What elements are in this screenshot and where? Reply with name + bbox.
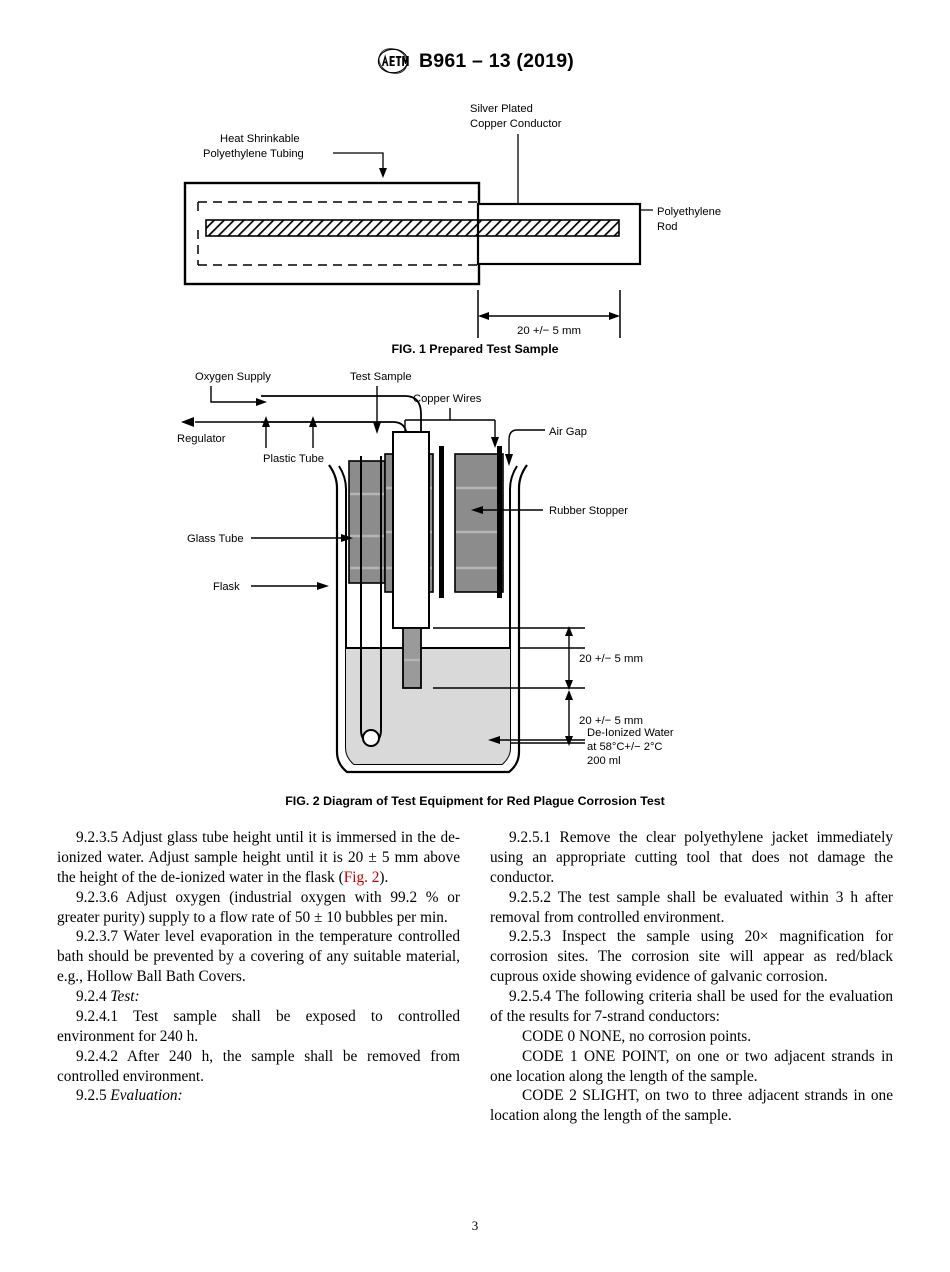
fig2-plastic-tube-outer xyxy=(261,395,422,472)
fig2-arrow-regulator xyxy=(181,417,194,427)
p-9-2-3-7: 9.2.3.7 Water level evaporation in the t… xyxy=(57,927,460,987)
fig2-arrow-rubber-stopper xyxy=(471,506,483,514)
p-9-2-5: 9.2.5 Evaluation: xyxy=(57,1086,460,1106)
figure-1-caption: FIG. 1 Prepared Test Sample xyxy=(391,342,559,356)
fig1-arrow-tubing xyxy=(379,168,387,178)
fig1-label-conductor-line1: Silver Plated xyxy=(470,103,533,115)
astm-logo-icon xyxy=(377,48,409,74)
fig1-label-tubing-line1: Heat Shrinkable xyxy=(220,133,300,145)
p-9-2-3-6: 9.2.3.6 Adjust oxygen (industrial oxygen… xyxy=(57,888,460,928)
text-run: ). xyxy=(379,868,389,886)
italic-run: Test: xyxy=(110,988,140,1005)
fig2-arrow-air-gap xyxy=(505,454,513,466)
left-text-column: 9.2.3.5 Adjust glass tube height until i… xyxy=(57,828,460,1126)
fig2-stopper-left-block xyxy=(348,460,386,584)
fig2-label-air-gap: Air Gap xyxy=(549,426,587,438)
text-run: 9.2.5 xyxy=(76,1087,111,1105)
fig2-arrow-oxygen xyxy=(256,398,267,406)
text-run: 9.2.4.2 After 240 h, the sample shall be… xyxy=(57,1047,460,1085)
fig2-flask-outer-wall xyxy=(328,464,528,774)
page-number: 3 xyxy=(471,1218,479,1233)
fig2-leader-air-gap xyxy=(508,429,545,454)
text-run: 9.2.3.6 Adjust oxygen (industrial oxygen… xyxy=(57,888,460,926)
right-text-column: 9.2.5.1 Remove the clear polyethylene ja… xyxy=(490,828,893,1126)
fig2-water-text-line1: De-Ionized Water xyxy=(587,727,674,739)
fig1-label-rod-line1: Polyethylene xyxy=(657,206,721,218)
fig2-copper-wire-right xyxy=(497,446,502,598)
fig2-label-rubber-stopper: Rubber Stopper xyxy=(549,505,628,517)
fig2-dimension-lower: 20 +/− 5 mm xyxy=(579,715,643,727)
p-9-2-5-1: 9.2.5.1 Remove the clear polyethylene ja… xyxy=(490,828,893,888)
fig1-silver-plated-copper-conductor xyxy=(205,219,620,237)
text-run: 9.2.5.3 Inspect the sample using 20× mag… xyxy=(490,928,893,986)
text-run: 9.2.4.1 Test sample shall be exposed to … xyxy=(57,1007,460,1045)
fig2-dim-arrow-down-1 xyxy=(565,680,573,690)
text-run: 9.2.5.2 The test sample shall be evaluat… xyxy=(490,888,893,926)
fig2-dimension-upper: 20 +/− 5 mm xyxy=(579,653,643,665)
fig2-water-callout-text: De-Ionized Water at 58°C+/− 2°C 200 ml xyxy=(587,726,674,769)
fig2-label-regulator: Regulator xyxy=(177,433,226,445)
figure-2-caption: FIG. 2 Diagram of Test Equipment for Red… xyxy=(285,794,665,808)
page-header: B961 – 13 (2019) xyxy=(0,47,950,75)
fig2-label-glass-tube: Glass Tube xyxy=(187,533,244,545)
text-run: CODE 2 SLIGHT, on two to three adjacent … xyxy=(490,1087,893,1125)
fig2-glass-tube-bubbler xyxy=(362,729,380,747)
figure-2-diagram: Oxygen Supply Regulator Plastic Tube Tes… xyxy=(177,371,643,774)
p-9-2-4: 9.2.4 Test: xyxy=(57,987,460,1007)
fig1-label-tubing-line2: Polyethylene Tubing xyxy=(203,148,304,160)
text-run: 9.2.5.1 Remove the clear polyethylene ja… xyxy=(490,829,893,886)
fig2-leader-copper-wires xyxy=(404,408,496,438)
fig1-label-rod-line2: Rod xyxy=(657,221,678,233)
fig2-label-test-sample: Test Sample xyxy=(350,371,412,383)
italic-run: Evaluation: xyxy=(110,1087,183,1105)
text-run: 9.2.4 xyxy=(76,988,111,1005)
p-9-2-4-1: 9.2.4.1 Test sample shall be exposed to … xyxy=(57,1007,460,1047)
text-run: 9.2.3.5 Adjust glass tube height until i… xyxy=(57,829,460,886)
fig2-leader-oxygen xyxy=(210,386,257,403)
fig2-dim-arrow-down-2 xyxy=(565,736,573,746)
figure-2: Oxygen Supply Regulator Plastic Tube Tes… xyxy=(0,360,950,808)
fig2-arrow-glass-tube xyxy=(341,534,353,542)
fig1-dimension-text: 20 +/− 5 mm xyxy=(517,325,581,337)
fig1-inner-dashed-outline xyxy=(197,201,479,266)
text-run: 9.2.3.7 Water level evaporation in the t… xyxy=(57,928,460,986)
p-code-2: CODE 2 SLIGHT, on two to three adjacent … xyxy=(490,1086,893,1126)
p-9-2-5-2: 9.2.5.2 The test sample shall be evaluat… xyxy=(490,888,893,928)
fig2-label-copper-wires: Copper Wires xyxy=(413,393,482,405)
fig2-test-sample-specimen xyxy=(402,627,422,689)
fig2-dim-arrow-up-2 xyxy=(565,690,573,700)
p-code-1: CODE 1 ONE POINT, on one or two adjacent… xyxy=(490,1047,893,1087)
fig2-water-leader-svg xyxy=(488,736,585,744)
fig2-stopper-right-block xyxy=(454,453,504,593)
fig2-arrow-flask xyxy=(317,582,329,590)
p-code-0: CODE 0 NONE, no corrosion points. xyxy=(490,1027,893,1047)
cross-reference-link[interactable]: Fig. 2 xyxy=(343,868,380,886)
fig1-dim-arrow-right xyxy=(609,312,620,320)
fig2-water-text-line3: 200 ml xyxy=(587,755,621,768)
figure-1: Heat Shrinkable Polyethylene Tubing Silv… xyxy=(0,90,950,356)
fig1-label-conductor-line2: Copper Conductor xyxy=(470,118,562,130)
fig2-test-sample-tube xyxy=(392,431,430,629)
p-9-2-5-4: 9.2.5.4 The following criteria shall be … xyxy=(490,987,893,1027)
fig2-label-flask: Flask xyxy=(213,581,240,593)
text-run: 9.2.5.4 The following criteria shall be … xyxy=(490,988,893,1025)
fig2-arrow-test-sample xyxy=(373,422,381,434)
fig2-label-plastic-tube: Plastic Tube xyxy=(263,453,324,465)
p-9-2-3-5: 9.2.3.5 Adjust glass tube height until i… xyxy=(57,828,460,888)
figure-1-diagram: Heat Shrinkable Polyethylene Tubing Silv… xyxy=(183,103,721,338)
fig2-label-oxygen-supply: Oxygen Supply xyxy=(195,371,271,383)
fig2-arrow-copper-2 xyxy=(491,437,499,448)
text-run: CODE 1 ONE POINT, on one or two adjacent… xyxy=(490,1047,893,1085)
p-9-2-5-3: 9.2.5.3 Inspect the sample using 20× mag… xyxy=(490,927,893,987)
body-columns: 9.2.3.5 Adjust glass tube height until i… xyxy=(57,828,893,1126)
fig2-water-body xyxy=(346,648,510,764)
page-title: B961 – 13 (2019) xyxy=(419,49,574,72)
fig2-dim-arrow-up-1 xyxy=(565,626,573,636)
fig1-dim-arrow-left xyxy=(478,312,489,320)
text-run: CODE 0 NONE, no corrosion points. xyxy=(522,1027,752,1045)
p-9-2-4-2: 9.2.4.2 After 240 h, the sample shall be… xyxy=(57,1047,460,1087)
fig1-leader-tubing xyxy=(333,152,384,168)
fig2-copper-wire-left xyxy=(439,446,444,598)
fig2-water-text-line2: at 58°C+/− 2°C xyxy=(587,741,663,754)
